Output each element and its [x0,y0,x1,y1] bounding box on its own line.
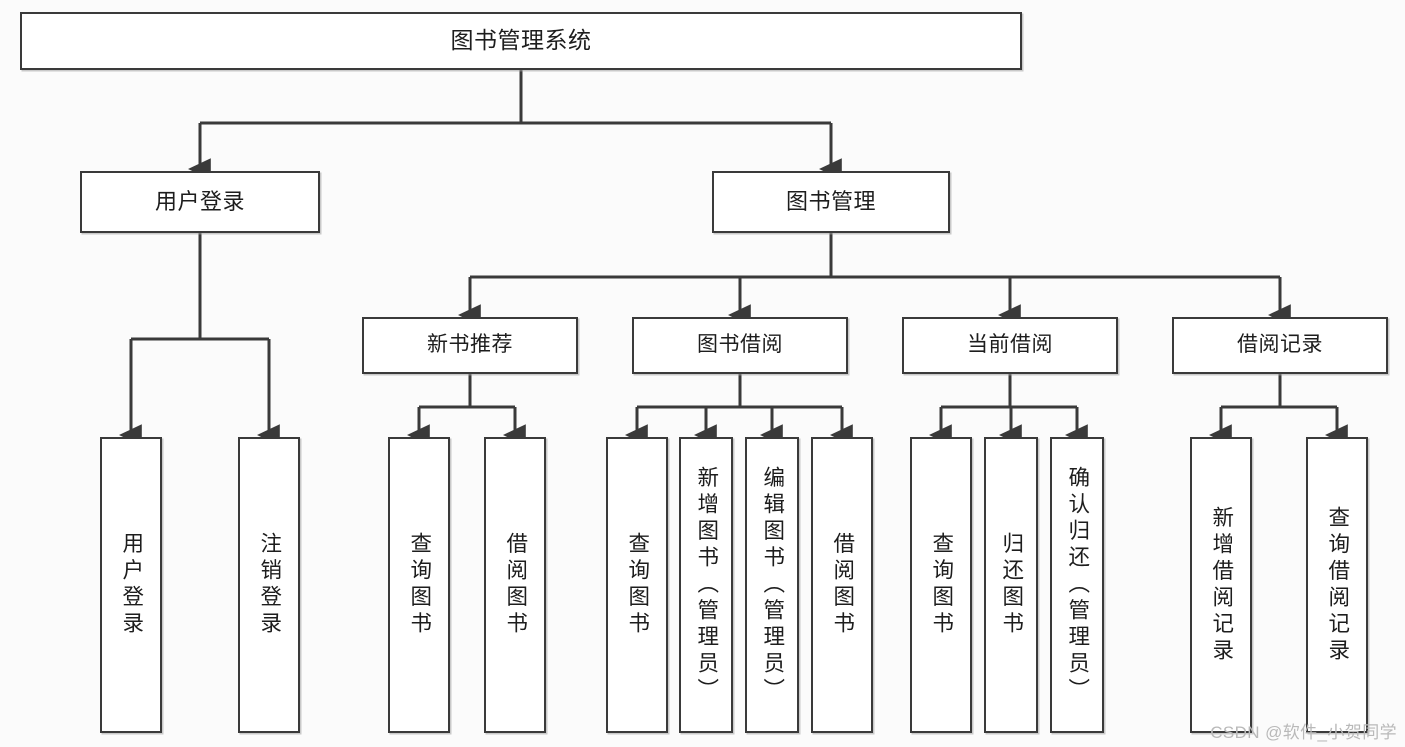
node-book-manage[interactable]: 图书管理 [712,171,950,233]
node-current-borrow-label: 当前借阅 [967,333,1053,357]
node-leaf-return-book-label: 归还图书 [999,532,1024,638]
node-current-borrow[interactable]: 当前借阅 [902,317,1118,374]
node-leaf-edit-book-label: 编辑图书（管理员） [760,465,785,705]
node-leaf-borrow-book-2[interactable]: 借阅图书 [811,437,873,733]
node-leaf-return-book[interactable]: 归还图书 [984,437,1038,733]
node-user-login[interactable]: 用户登录 [80,171,320,233]
node-borrow-record[interactable]: 借阅记录 [1172,317,1388,374]
node-leaf-query-book-2-label: 查询图书 [625,532,650,638]
node-leaf-add-record-label: 新增借阅记录 [1209,505,1234,665]
node-new-book-recommend-label: 新书推荐 [427,333,513,357]
node-root[interactable]: 图书管理系统 [20,12,1022,70]
node-leaf-edit-book[interactable]: 编辑图书（管理员） [745,437,799,733]
node-leaf-borrow-book-2-label: 借阅图书 [830,532,855,638]
node-book-manage-label: 图书管理 [785,189,876,215]
node-new-book-recommend[interactable]: 新书推荐 [362,317,578,374]
node-leaf-user-logout-label: 注销登录 [257,532,282,638]
node-leaf-query-book-2[interactable]: 查询图书 [606,437,668,733]
watermark: CSDN @软件_小贺同学 [1210,723,1397,742]
node-leaf-query-book-1[interactable]: 查询图书 [388,437,450,733]
node-leaf-borrow-book-1[interactable]: 借阅图书 [484,437,546,733]
node-leaf-user-login[interactable]: 用户登录 [100,437,162,733]
node-leaf-borrow-book-1-label: 借阅图书 [503,532,528,638]
node-borrow-record-label: 借阅记录 [1237,333,1323,357]
node-leaf-query-book-3[interactable]: 查询图书 [910,437,972,733]
node-book-borrow[interactable]: 图书借阅 [632,317,848,374]
node-leaf-query-record-label: 查询借阅记录 [1325,505,1350,665]
node-leaf-query-record[interactable]: 查询借阅记录 [1306,437,1368,733]
node-leaf-query-book-1-label: 查询图书 [407,532,432,638]
node-leaf-confirm-return[interactable]: 确认归还（管理员） [1050,437,1104,733]
node-book-borrow-label: 图书借阅 [697,333,783,357]
node-leaf-add-book-label: 新增图书（管理员） [694,465,719,705]
node-leaf-user-login-label: 用户登录 [119,532,144,638]
node-root-label: 图书管理系统 [450,27,592,54]
node-user-login-label: 用户登录 [154,189,245,215]
node-leaf-confirm-return-label: 确认归还（管理员） [1065,465,1090,705]
node-leaf-user-logout[interactable]: 注销登录 [238,437,300,733]
node-leaf-query-book-3-label: 查询图书 [929,532,954,638]
node-leaf-add-record[interactable]: 新增借阅记录 [1190,437,1252,733]
node-leaf-add-book[interactable]: 新增图书（管理员） [679,437,733,733]
